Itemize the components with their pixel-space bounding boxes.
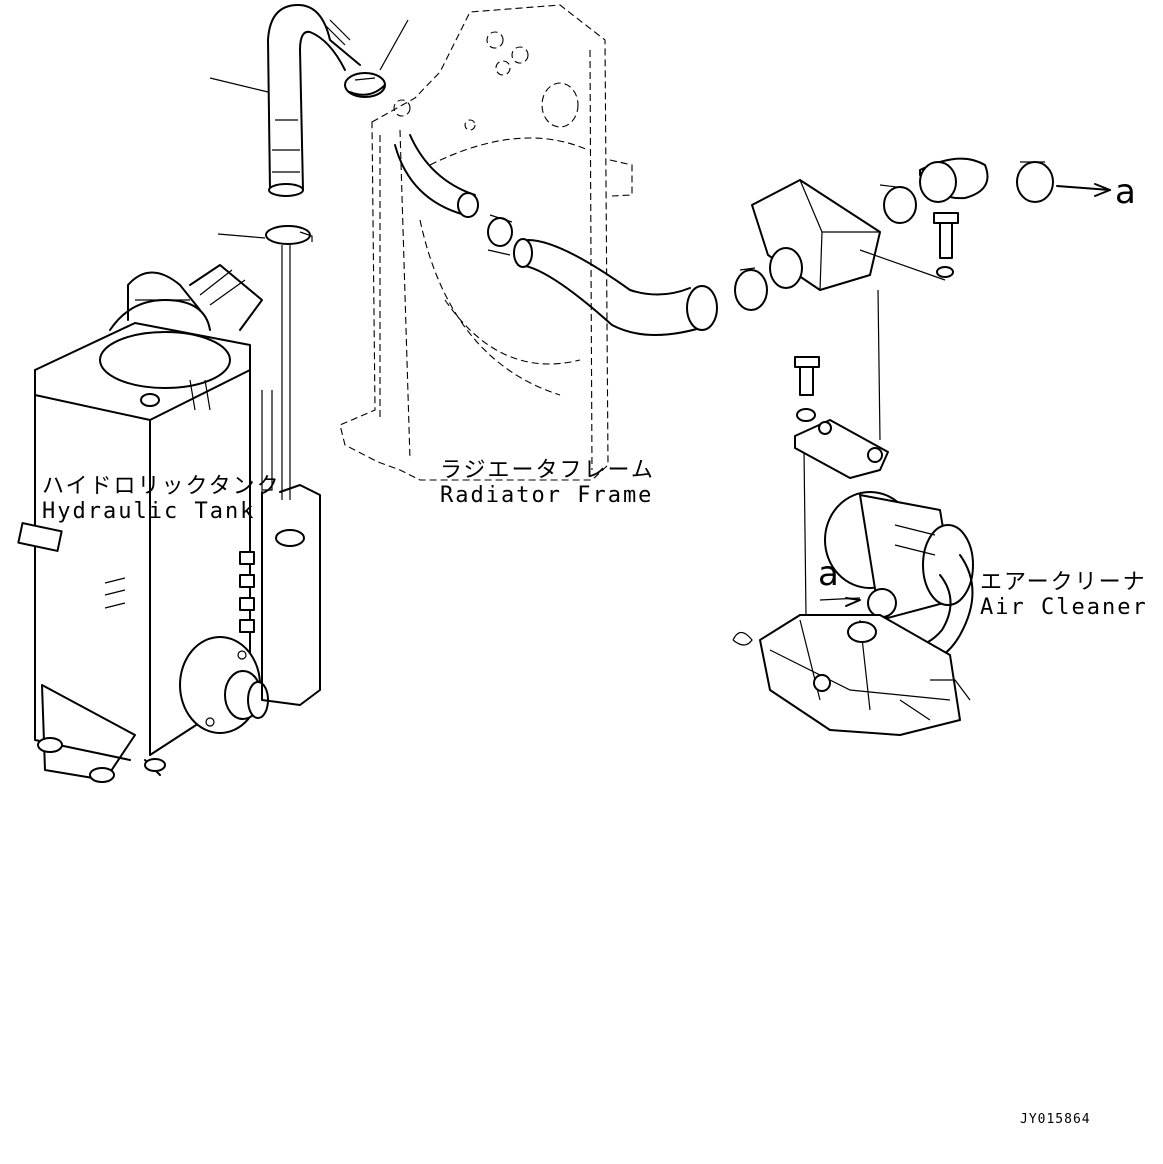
hydraulic-tank-label-jp: ハイドロリックタンク xyxy=(42,474,281,499)
radiator-frame-label: ラジエータフレーム Radiator Frame xyxy=(440,458,655,509)
hydraulic-tank-drawing xyxy=(17,264,321,783)
reference-a-bottom: a xyxy=(818,554,839,594)
tank-ports xyxy=(239,551,255,633)
radiator-frame-label-jp: ラジエータフレーム xyxy=(440,458,655,483)
radiator-frame-drawing xyxy=(339,4,633,481)
radiator-frame-label-en: Radiator Frame xyxy=(440,483,654,509)
radiator-upper-hose xyxy=(394,134,513,256)
document-id: JY015864 xyxy=(1020,1112,1091,1127)
air-cleaner-label-en: Air Cleaner xyxy=(980,595,1148,621)
hydraulic-tank-label: ハイドロリックタンク Hydraulic Tank xyxy=(42,474,281,525)
intake-pipe xyxy=(513,238,718,336)
intake-duct-assembly xyxy=(734,157,1111,616)
reference-a-top: a xyxy=(1115,172,1136,212)
air-cleaner-label: エアークリーナ Air Cleaner xyxy=(980,570,1148,621)
air-cleaner-label-jp: エアークリーナ xyxy=(980,570,1147,595)
vertical-pipe xyxy=(209,4,409,500)
air-cleaner-drawing xyxy=(732,491,974,736)
hydraulic-tank-label-en: Hydraulic Tank xyxy=(42,499,256,525)
